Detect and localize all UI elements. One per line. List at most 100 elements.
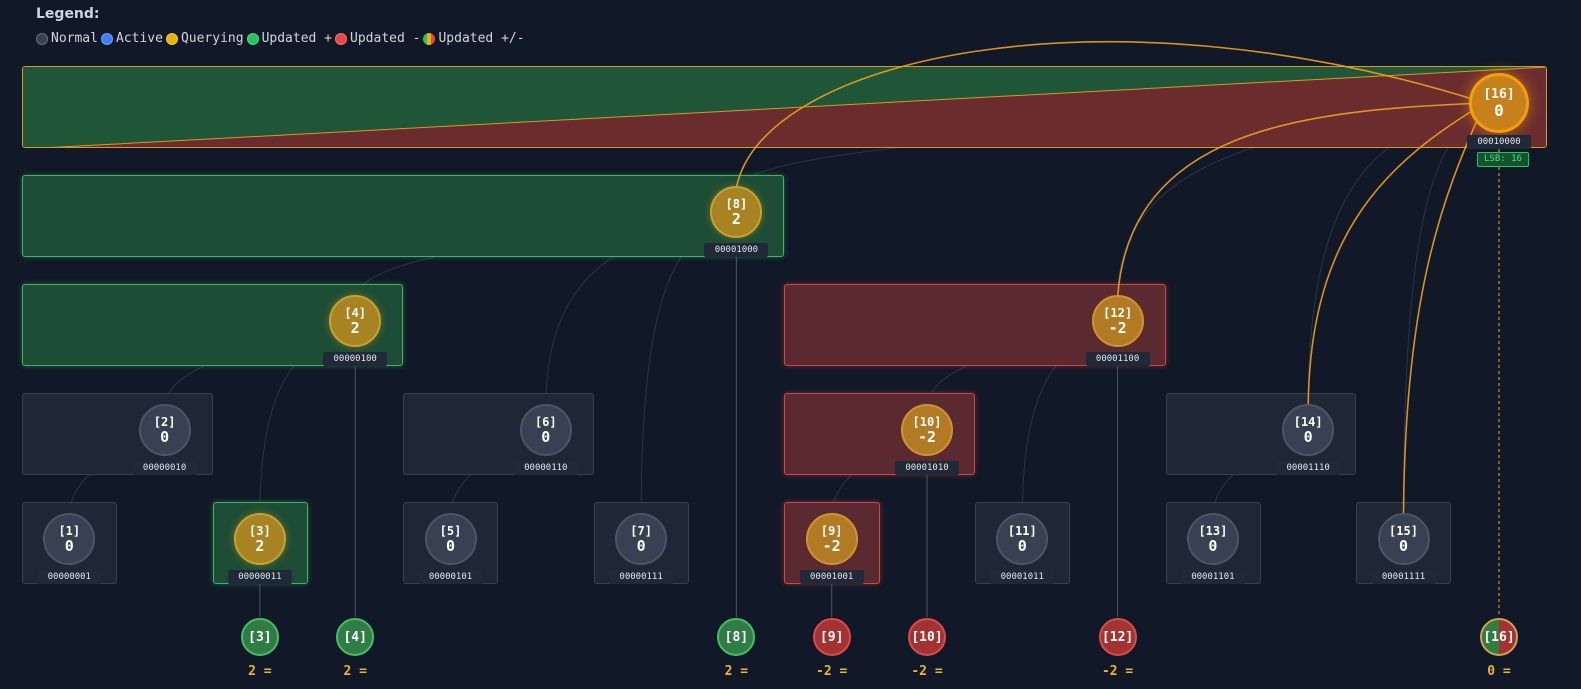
tree-node[interactable]: [9]-2: [805, 513, 858, 565]
node-index: [4]: [344, 305, 367, 320]
node-index: [5]: [439, 523, 462, 538]
legend-label: Updated -: [350, 31, 421, 46]
result-value: 0 =: [1487, 664, 1511, 679]
node-index: [3]: [249, 523, 271, 538]
node-value: 0: [636, 536, 646, 555]
query-arc: [735, 41, 1486, 189]
tree-node[interactable]: [14]0: [1282, 404, 1335, 456]
node-binary: 00001001: [799, 570, 864, 584]
result-node: [3]: [240, 618, 279, 656]
legend-label: Updated +/-: [438, 31, 525, 46]
result-node: [8]: [717, 618, 756, 656]
node-binary: 00001110: [1276, 461, 1341, 475]
tree-node[interactable]: [12]-2: [1091, 295, 1144, 347]
node-binary: 00000010: [132, 461, 197, 475]
node-binary: 00001011: [990, 570, 1055, 584]
result-node: [16]: [1480, 618, 1518, 656]
result-label: [12]: [1101, 629, 1134, 645]
node-value: 2: [255, 536, 265, 555]
node-value: 0: [1494, 100, 1504, 120]
node-binary: 00000101: [418, 570, 483, 584]
query-arc: [1307, 102, 1486, 407]
tree-node[interactable]: [11]0: [996, 513, 1049, 565]
plus-half: [23, 67, 1546, 147]
legend: Normal Active Querying Updated + Updated - Up…: [36, 31, 528, 46]
result-node: [12]: [1098, 618, 1137, 656]
node-value: 0: [160, 427, 170, 446]
tree-node[interactable]: [6]0: [519, 404, 572, 456]
tree-node[interactable]: [10]-2: [901, 404, 953, 456]
legend-item: Active: [100, 31, 163, 46]
legend-swatch-icon: [165, 32, 178, 45]
result-label: [8]: [724, 629, 749, 645]
node-value: 0: [64, 536, 74, 555]
legend-item: Querying: [165, 31, 244, 46]
result-value: 2 =: [724, 664, 749, 679]
tree-node[interactable]: [2]0: [138, 404, 191, 456]
result-node: [4]: [336, 618, 375, 656]
result-label: [10]: [911, 629, 943, 645]
node-index: [11]: [1007, 523, 1037, 538]
node-binary: 00000100: [323, 352, 388, 366]
legend-swatch-icon: [36, 32, 48, 45]
legend-label: Active: [115, 31, 163, 46]
node-value: 2: [350, 318, 360, 337]
range-box: [22, 175, 785, 257]
result-value: -2 =: [911, 664, 943, 679]
query-arc: [1116, 102, 1486, 298]
legend-item: Normal: [36, 31, 98, 46]
node-binary: 00001101: [1180, 570, 1245, 584]
tree-node[interactable]: [15]0: [1377, 513, 1430, 565]
node-index: [2]: [153, 414, 176, 429]
legend-swatch-icon: [335, 32, 348, 45]
legend-item: Updated +/-: [423, 31, 525, 46]
node-value: -2: [1108, 318, 1127, 337]
node-binary: 00000001: [37, 570, 102, 584]
legend-swatch-icon: [423, 32, 436, 45]
legend-label: Querying: [180, 31, 244, 46]
node-binary: 00000111: [609, 570, 674, 584]
tree-node[interactable]: [5]0: [424, 513, 477, 565]
result-node: [9]: [812, 618, 851, 656]
node-value: 0: [541, 427, 551, 446]
tree-node[interactable]: [16]0: [1469, 73, 1529, 133]
legend-title: Legend:: [36, 6, 100, 22]
node-index: [14]: [1293, 414, 1323, 429]
divider-line: [50, 67, 1546, 147]
node-index: [12]: [1103, 305, 1133, 320]
node-value: 2: [731, 209, 741, 228]
node-binary: 00001100: [1085, 352, 1150, 366]
node-index: [6]: [534, 414, 557, 429]
result-label: [4]: [343, 629, 367, 645]
legend-item: Updated +: [246, 31, 333, 46]
node-index: [1]: [58, 523, 81, 538]
node-binary: 00001111: [1371, 570, 1436, 584]
node-index: [16]: [1483, 86, 1515, 102]
node-index: [9]: [820, 523, 843, 538]
node-index: [13]: [1198, 523, 1228, 538]
node-binary: 00000110: [513, 461, 578, 475]
tree-node[interactable]: [3]2: [233, 513, 286, 565]
legend-label: Updated +: [261, 31, 333, 46]
tree-node[interactable]: [8]2: [710, 186, 763, 238]
tree-node[interactable]: [4]2: [329, 295, 382, 347]
result-value: -2 =: [1101, 664, 1134, 679]
node-value: 0: [1208, 536, 1218, 555]
node-binary: 00000011: [227, 570, 292, 584]
node-binary: 00001000: [704, 243, 769, 257]
node-value: -2: [822, 536, 841, 555]
tree-node[interactable]: [7]0: [615, 513, 668, 565]
query-arc: [1402, 102, 1486, 516]
tree-node[interactable]: [13]0: [1186, 513, 1239, 565]
legend-swatch-icon: [100, 32, 113, 45]
node-value: 0: [1303, 427, 1313, 446]
result-label: [16]: [1483, 629, 1515, 645]
tree-node[interactable]: [1]0: [43, 513, 96, 565]
range-box: [22, 66, 1547, 148]
legend-item: Updated -: [335, 31, 420, 46]
node-binary: 00001010: [895, 461, 959, 475]
result-value: 2 =: [248, 664, 272, 679]
result-label: [3]: [248, 629, 272, 645]
